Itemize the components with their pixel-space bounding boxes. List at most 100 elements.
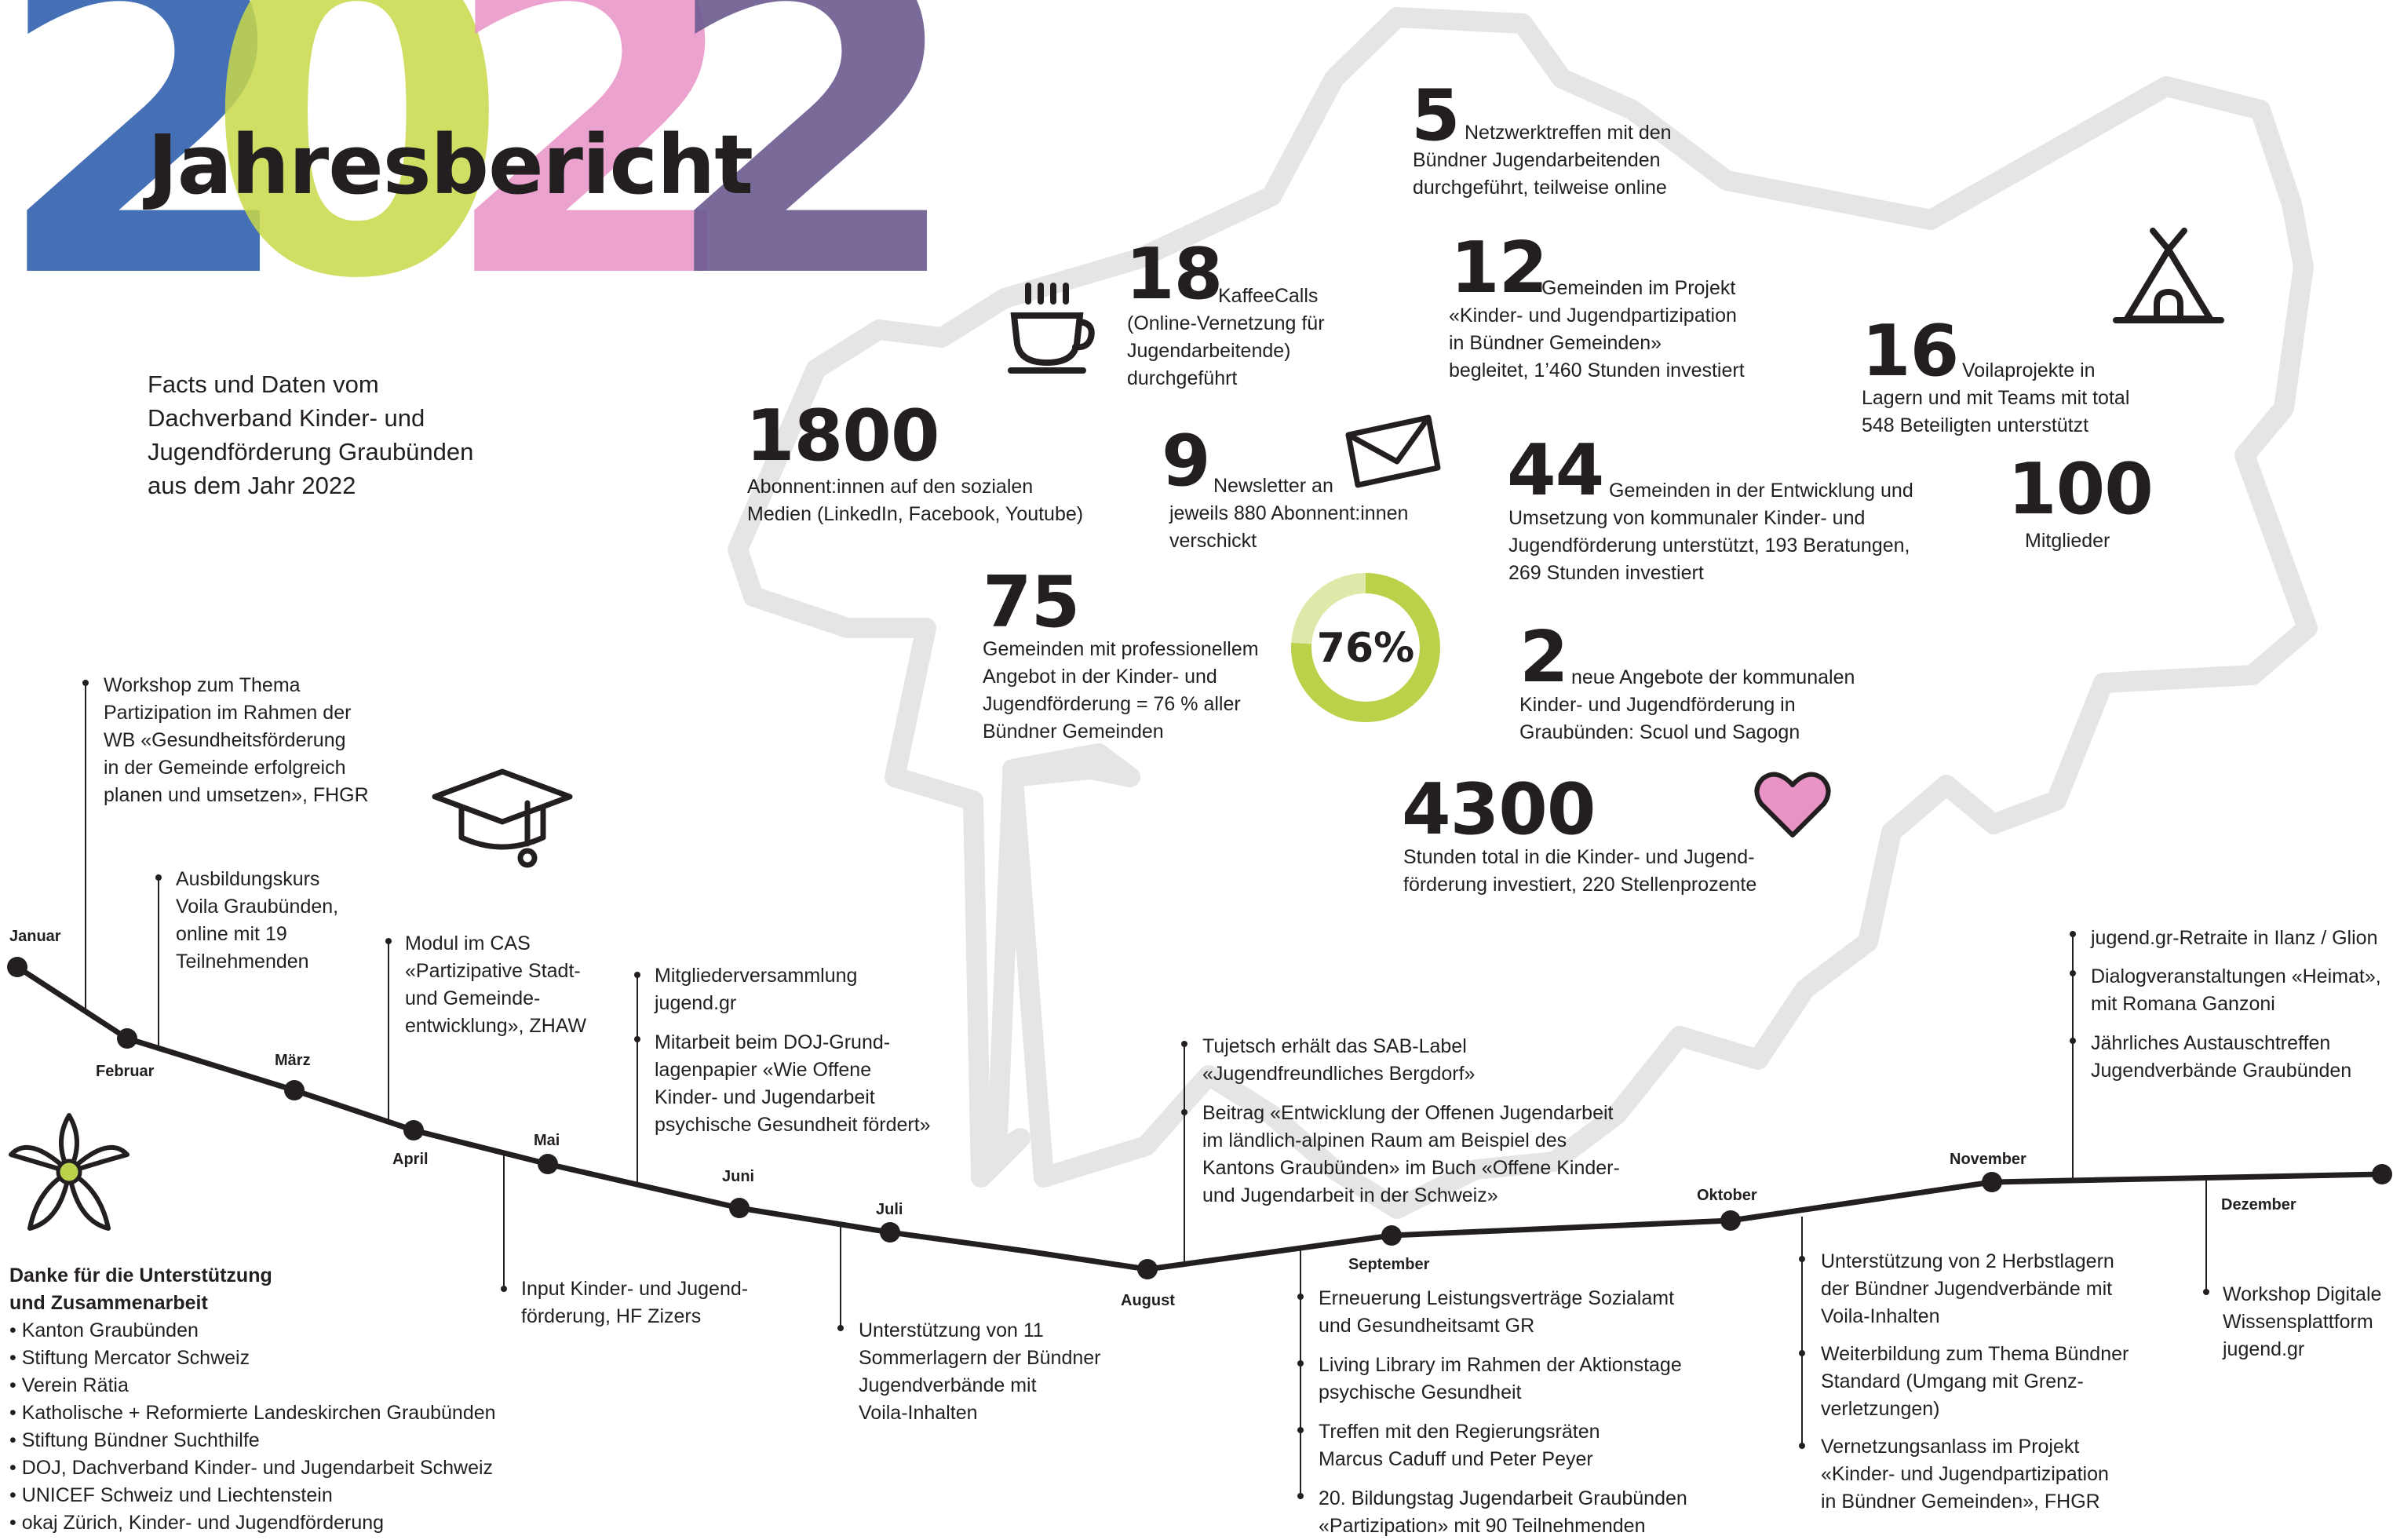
month-juni: Juni	[722, 1168, 755, 1185]
donut-label: 76%	[1317, 625, 1414, 672]
event-dot	[1799, 1256, 1805, 1262]
event-dot	[1297, 1294, 1304, 1300]
intro-line: aus dem Jahr 2022	[148, 472, 356, 499]
event-wissensplattform: Workshop Digitale Wissensplattform jugen…	[2223, 1283, 2382, 1360]
fact-text-gemeinden44: Gemeinden in der Entwicklung und Umsetzu…	[1508, 477, 1913, 587]
year-digit-3: 2	[440, 0, 746, 298]
tent-icon	[2113, 228, 2224, 323]
fact-number-netzwerk: 5	[1411, 75, 1461, 157]
event-connector	[388, 941, 389, 1123]
event-weiterbildung: Weiterbildung zum Thema Bündner Standard…	[1821, 1343, 2129, 1420]
fact-line: verschickt	[1169, 530, 1257, 552]
fact-line: neue Angebote der kommunalen	[1571, 666, 1855, 688]
year-digit-2: 0	[204, 0, 510, 298]
fact-line: Angebot in der Kinder- und	[983, 666, 1217, 688]
month-august: August	[1121, 1292, 1175, 1309]
fact-text-netzwerk: Netzwerktreffen mit den Bündner Jugendar…	[1413, 119, 1672, 202]
event-retraite: jugend.gr-Retraite in Ilanz / Glion	[2091, 927, 2378, 949]
event-dot	[1297, 1360, 1304, 1367]
month-oktober: Oktober	[1697, 1187, 1757, 1204]
fact-line: in Bündner Gemeinden»	[1449, 332, 1662, 354]
event-workshop-partizipation: Workshop zum Thema Partizipation im Rahm…	[104, 674, 369, 806]
thanks-block: Danke für die Unterstützung und Zusammen…	[9, 1262, 496, 1537]
month-februar: Februar	[96, 1063, 155, 1080]
event-living-library: Living Library im Rahmen der Aktionstage…	[1319, 1354, 1682, 1403]
event-connector	[158, 878, 159, 1046]
fact-number-kaffee: 18	[1125, 233, 1223, 316]
fact-text-voila: Voilaprojekte in Lagern und mit Teams mi…	[1862, 357, 2129, 440]
event-doj-grundlagenpapier: Mitarbeit beim DOJ-Grund- lagenpapier «W…	[655, 1031, 931, 1136]
donut-value-arc	[1291, 573, 1440, 722]
event-dialog-heimat: Dialogveranstaltungen «Heimat», mit Roma…	[2091, 965, 2381, 1015]
month-september: September	[1348, 1256, 1430, 1273]
fact-line: Voilaprojekte in	[1962, 359, 2096, 381]
report-title: Jahresbericht	[148, 117, 753, 213]
flower-icon	[9, 1113, 129, 1231]
event-ausbildungskurs: Ausbildungskurs Voila Graubünden, online…	[176, 868, 339, 973]
event-connector	[85, 683, 86, 1013]
thanks-item: • DOJ, Dachverband Kinder- und Jugendarb…	[9, 1457, 494, 1479]
month-dezember: Dezember	[2221, 1196, 2296, 1213]
fact-number-stunden: 4300	[1402, 768, 1596, 851]
thanks-item: • Stiftung Mercator Schweiz	[9, 1347, 250, 1369]
fact-number-gemeinden75: 75	[983, 561, 1080, 644]
event-dot	[501, 1286, 507, 1292]
event-dot	[837, 1325, 844, 1331]
event-modul-cas: Modul im CAS «Partizipative Stadt- und G…	[405, 932, 587, 1037]
event-dot	[1297, 1493, 1304, 1499]
event-austauschtreffen: Jährliches Austauschtreffen Jugendverbän…	[2091, 1032, 2352, 1082]
fact-line: Gemeinden mit professionellem	[983, 638, 1259, 660]
fact-number-mitglieder: 100	[2008, 448, 2154, 531]
fact-line: jeweils 880 Abonnent:innen	[1169, 502, 1409, 524]
fact-text-gemeinden12: Gemeinden im Projekt «Kinder- und Jugend…	[1449, 275, 1745, 385]
fact-line: Stunden total in die Kinder- und Jugend-	[1403, 846, 1755, 868]
month-januar: Januar	[9, 928, 61, 945]
fact-line: Graubünden: Scuol und Sagogn	[1519, 721, 1800, 743]
fact-number-voila: 16	[1862, 310, 1959, 392]
fact-line: Mitglieder	[2025, 530, 2110, 552]
event-input-hf: Input Kinder- und Jugend- förderung, HF …	[521, 1278, 749, 1327]
fact-number-gemeinden44: 44	[1507, 429, 1604, 512]
fact-line: «Kinder- und Jugendpartizipation	[1449, 305, 1737, 327]
fact-line: förderung investiert, 220 Stellenprozent…	[1403, 874, 1757, 896]
fact-line: 548 Beteiligten unterstützt	[1862, 414, 2089, 436]
fact-line: Newsletter an	[1213, 475, 1333, 497]
fact-number-gemeinden12: 12	[1450, 227, 1548, 309]
thanks-item: • Verein Rätia	[9, 1374, 129, 1396]
event-connector	[1300, 1248, 1301, 1499]
fact-number-abonnenten: 1800	[746, 395, 939, 477]
fact-line: Jugendförderung unterstützt, 193 Beratun…	[1508, 535, 1910, 557]
fact-text-angebote: neue Angebote der kommunalen Kinder- und…	[1519, 664, 1855, 746]
fact-text-stunden: Stunden total in die Kinder- und Jugend-…	[1403, 844, 1756, 899]
thanks-item: • okaj Zürich, Kinder- und Jugendförderu…	[9, 1512, 385, 1534]
fact-line: Abonnent:innen auf den sozialen	[747, 476, 1034, 498]
event-dot	[1799, 1350, 1805, 1356]
fact-line: Bündner Jugendarbeitenden	[1413, 149, 1661, 171]
event-mitgliederversammlung: Mitgliederversammlung jugend.gr	[655, 965, 858, 1014]
percent-donut: 76%	[1291, 573, 1440, 722]
fact-line: (Online-Vernetzung für	[1127, 312, 1325, 334]
thanks-item: • UNICEF Schweiz und Liechtenstein	[9, 1484, 333, 1506]
event-tujetsch: Tujetsch erhält das SAB-Label «Jugendfre…	[1202, 1035, 1476, 1085]
fact-text-mitglieder: Mitglieder	[2025, 527, 2110, 555]
event-beitrag-buch: Beitrag «Entwicklung der Offenen Jugenda…	[1202, 1102, 1620, 1206]
event-dot	[634, 972, 640, 978]
thanks-item: • Stiftung Bündner Suchthilfe	[9, 1429, 260, 1451]
fact-line: Gemeinden in der Entwicklung und	[1609, 480, 1913, 502]
fact-line: Jugendförderung = 76 % aller	[983, 693, 1241, 715]
event-dot	[1181, 1041, 1187, 1047]
intro-line: Jugendförderung Graubünden	[148, 438, 474, 465]
envelope-icon	[1345, 414, 1441, 488]
month-april: April	[392, 1151, 429, 1168]
event-leistungsvertraege: Erneuerung Leistungsverträge Sozialamt u…	[1319, 1287, 1675, 1337]
fact-line: Lagern und mit Teams mit total	[1862, 387, 2130, 409]
thanks-item: • Kanton Graubünden	[9, 1319, 199, 1341]
event-dot	[155, 874, 162, 881]
fact-text-abonnenten: Abonnent:innen auf den sozialen Medien (…	[747, 473, 1083, 528]
fact-line: Jugendarbeitende)	[1127, 340, 1291, 362]
event-connector	[2205, 1177, 2207, 1292]
year-graphic: 2 0 2 2	[0, 0, 942, 298]
event-connector	[1184, 1044, 1185, 1264]
event-dot	[1799, 1443, 1805, 1449]
